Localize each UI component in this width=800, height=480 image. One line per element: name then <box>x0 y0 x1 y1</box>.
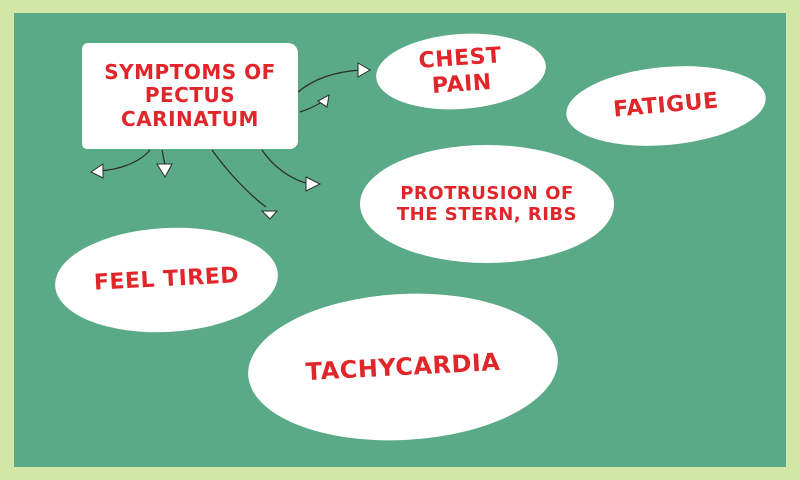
arrow-down <box>161 149 166 166</box>
symptom-label-chest-pain: CHEST PAIN <box>417 42 503 99</box>
arrow-to-left <box>97 149 151 172</box>
diagram-title: SYMPTOMS OF PECTUS CARINATUM <box>104 59 276 131</box>
arrowhead-chest-pain <box>357 62 371 78</box>
diagram-title-box: SYMPTOMS OF PECTUS CARINATUM <box>82 43 298 149</box>
arrow-to-tachycardia <box>211 149 267 208</box>
arrow-to-stern <box>261 149 311 185</box>
symptom-label-tachycardia: TACHYCARDIA <box>304 347 502 386</box>
arrowhead-upward <box>317 94 330 108</box>
symptom-label-protrusion: PROTRUSION OF THE STERN, RIBS <box>396 182 578 225</box>
arrowhead-down <box>156 163 173 179</box>
arrowhead-tachycardia <box>260 210 279 220</box>
arrow-to-chest-pain <box>297 69 361 93</box>
arrowhead-left <box>90 163 104 179</box>
symptom-label-feel-tired: FEEL TIRED <box>93 263 240 296</box>
symptom-label-fatigue: FATIGUE <box>612 88 720 123</box>
arrowhead-stern <box>305 176 322 192</box>
bubble-protrusion: PROTRUSION OF THE STERN, RIBS <box>360 145 614 263</box>
